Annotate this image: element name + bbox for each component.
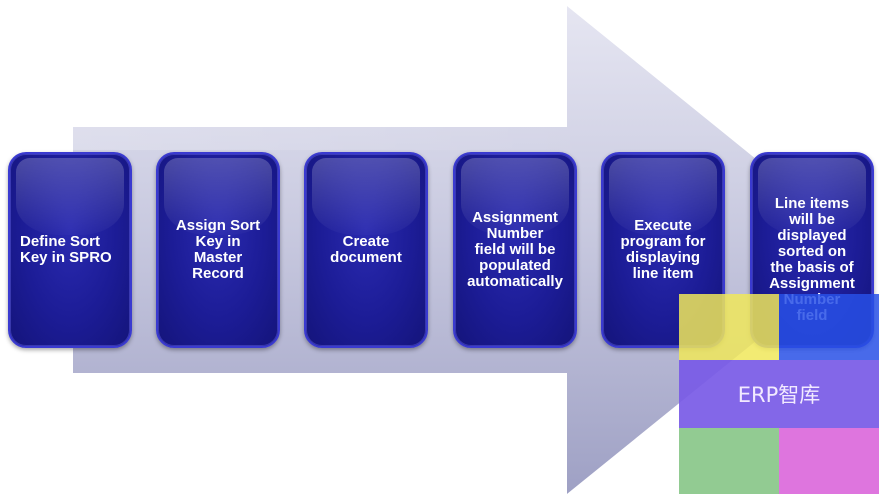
step-assign-sort-key: Assign Sort Key in Master Record	[156, 152, 280, 348]
step-2-label: Assign Sort Key in Master Record	[175, 217, 261, 282]
step-1-label: Define Sort Key in SPRO	[20, 233, 112, 266]
watermark-purple-band: ERP智库	[679, 360, 879, 428]
watermark-pink-block	[779, 428, 879, 494]
watermark-yellow-block	[679, 294, 779, 360]
watermark-text: ERP智库	[737, 383, 821, 407]
step-4-sublabel: automatically	[467, 273, 563, 290]
step-5-label: Execute program for displaying line item	[620, 217, 706, 282]
step-4-label: Assignment Number field will be populate…	[472, 209, 558, 274]
step-create-document: Create document	[304, 152, 428, 348]
step-assignment-number-populated: Assignment Number field will be populate…	[453, 152, 577, 348]
arrow-highlight	[72, 4, 600, 150]
watermark-logo: ERP智库	[679, 294, 879, 494]
step-3-label: Create document	[330, 233, 402, 266]
step-define-sort-key: Define Sort Key in SPRO	[8, 152, 132, 348]
watermark-blue-block	[779, 294, 879, 360]
watermark-green-block	[679, 428, 779, 494]
